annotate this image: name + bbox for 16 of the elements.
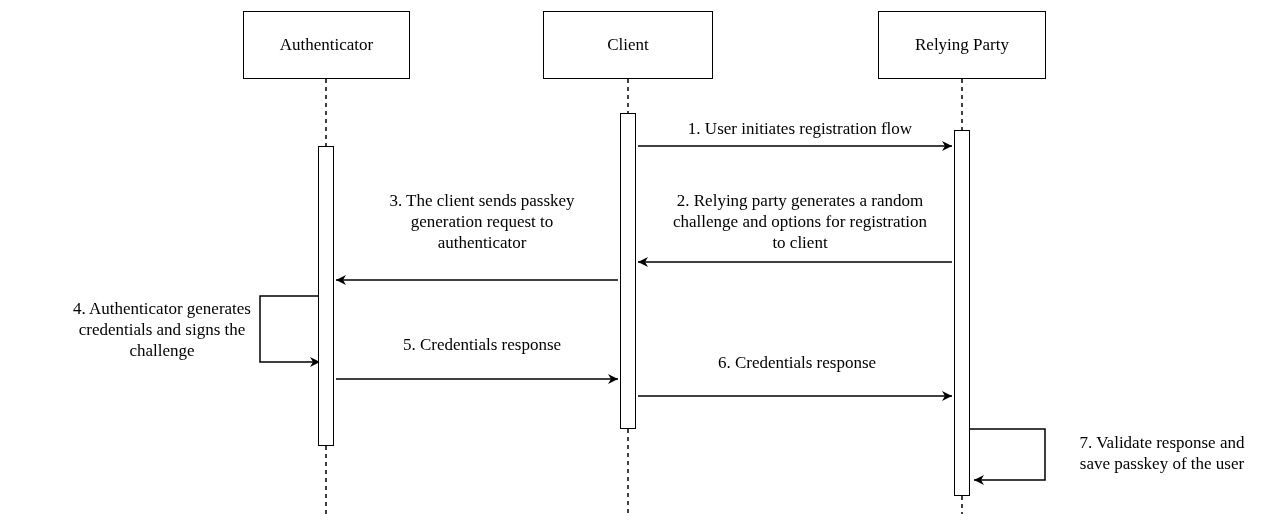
message-arrow [335,374,619,384]
participant-box: Client [543,11,713,79]
activation-bar [318,146,334,446]
lifeline [961,78,963,131]
message-arrow [637,257,953,267]
self-message-arrow [969,428,1046,485]
participant-box: Authenticator [243,11,410,79]
message-arrow [637,141,953,151]
message-arrow [637,391,953,401]
message-arrow [335,275,619,285]
participant-box: Relying Party [878,11,1046,79]
lifeline [325,78,327,147]
activation-bar [620,113,636,429]
lifeline [627,78,629,114]
self-message-arrow [259,295,321,367]
activation-bar [954,130,970,496]
